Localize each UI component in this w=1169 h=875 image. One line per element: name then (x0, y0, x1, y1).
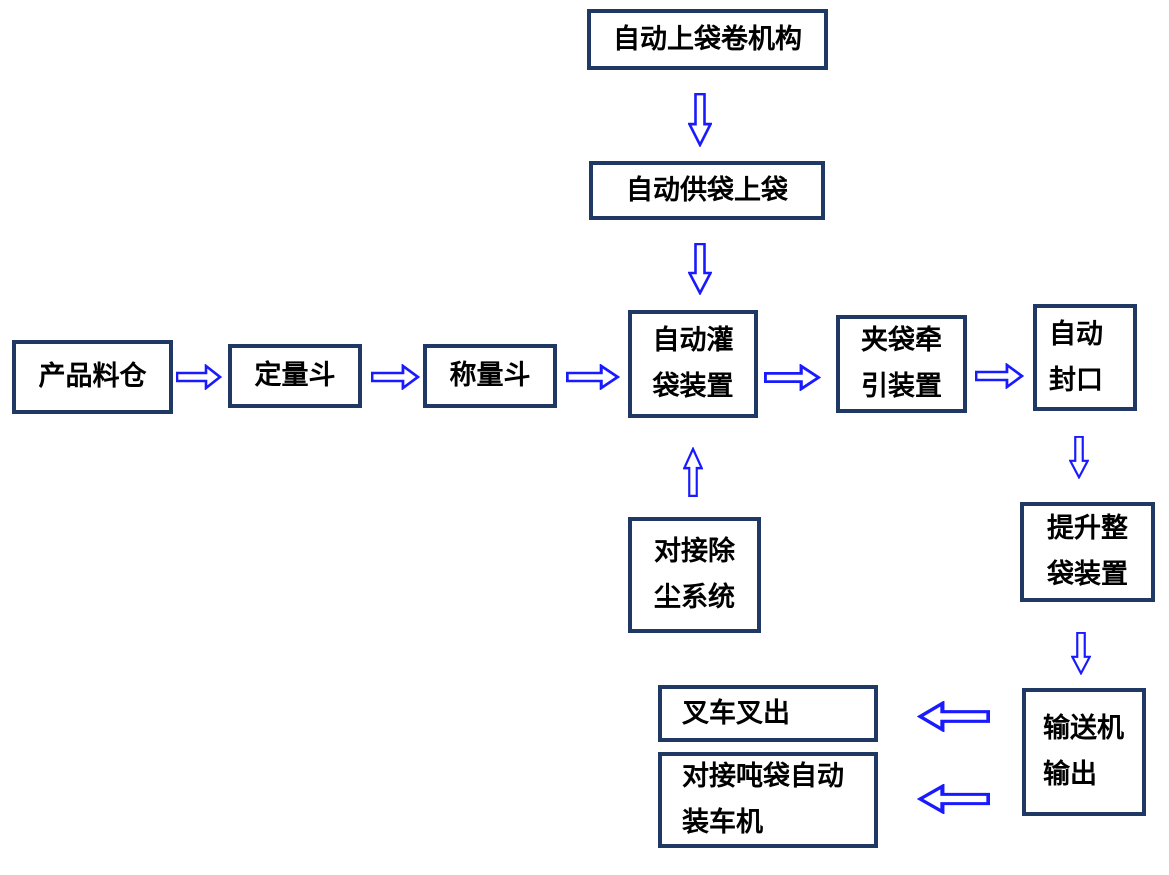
node-dosing-hopper: 定量斗 (228, 344, 362, 408)
arrow-right-icon (566, 364, 620, 390)
node-label: 自动 (1049, 318, 1103, 350)
arrow-left-icon (917, 701, 990, 732)
arrow-right-icon (764, 364, 821, 391)
node-forklift-out: 叉车叉出 (658, 685, 878, 742)
node-label: 夹袋牵 (861, 325, 942, 356)
node-label: 自动供袋上袋 (626, 174, 788, 206)
node-label: 对接吨袋自动 (682, 761, 844, 792)
node-dust-removal: 对接除 尘系统 (628, 517, 761, 633)
node-product-silo: 产品料仓 (12, 340, 173, 414)
node-label: 输送机 (1043, 713, 1124, 744)
node-ton-bag-loader: 对接吨袋自动 装车机 (658, 752, 878, 848)
node-label: 封口 (1049, 364, 1103, 396)
node-label: 定量斗 (254, 360, 336, 391)
arrow-up-icon (683, 447, 703, 497)
node-auto-sealing: 自动 封口 (1033, 304, 1137, 411)
arrow-right-icon (371, 364, 420, 390)
node-label: 引装置 (861, 371, 942, 402)
node-label: 自动灌 (652, 325, 734, 356)
arrow-down-icon (1071, 632, 1091, 675)
arrow-left-icon (917, 784, 990, 814)
arrow-right-icon (975, 363, 1024, 389)
node-label: 对接除 (654, 536, 735, 567)
arrow-down-icon (688, 243, 712, 295)
node-label: 尘系统 (654, 582, 735, 613)
node-label: 称量斗 (449, 360, 531, 391)
node-label: 产品料仓 (38, 361, 147, 392)
node-label: 袋装置 (1047, 559, 1128, 590)
arrow-right-icon (176, 364, 222, 390)
node-label: 叉车叉出 (682, 697, 790, 729)
node-label: 输出 (1043, 759, 1097, 790)
node-label: 袋装置 (652, 371, 734, 402)
node-weighing-hopper: 称量斗 (423, 344, 557, 408)
node-bag-lifting: 提升整 袋装置 (1020, 502, 1155, 602)
arrow-down-icon (1069, 436, 1089, 479)
node-bag-roll-mechanism: 自动上袋卷机构 (587, 9, 828, 70)
node-bag-supply: 自动供袋上袋 (589, 161, 825, 220)
node-label: 提升整 (1047, 513, 1128, 544)
node-conveyor-output: 输送机 输出 (1022, 688, 1146, 816)
node-bag-clamp-traction: 夹袋牵 引装置 (836, 315, 967, 413)
node-label: 装车机 (682, 807, 763, 838)
arrow-down-icon (688, 93, 712, 147)
node-bag-filling: 自动灌 袋装置 (628, 310, 758, 418)
node-label: 自动上袋卷机构 (613, 23, 802, 55)
